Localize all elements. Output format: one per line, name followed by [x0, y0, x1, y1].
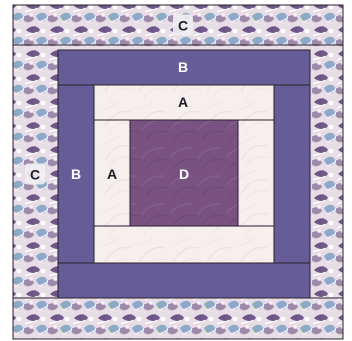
- inner-left-a-label: A: [107, 167, 117, 181]
- middle-left-b-label: B: [71, 167, 81, 181]
- outer-left-c-label: C: [25, 164, 45, 185]
- outer-top-c-label: C: [173, 15, 193, 36]
- center-d-label: D: [179, 167, 189, 181]
- middle-top-b-label: B: [178, 60, 188, 74]
- inner-top-a-label: A: [178, 95, 188, 109]
